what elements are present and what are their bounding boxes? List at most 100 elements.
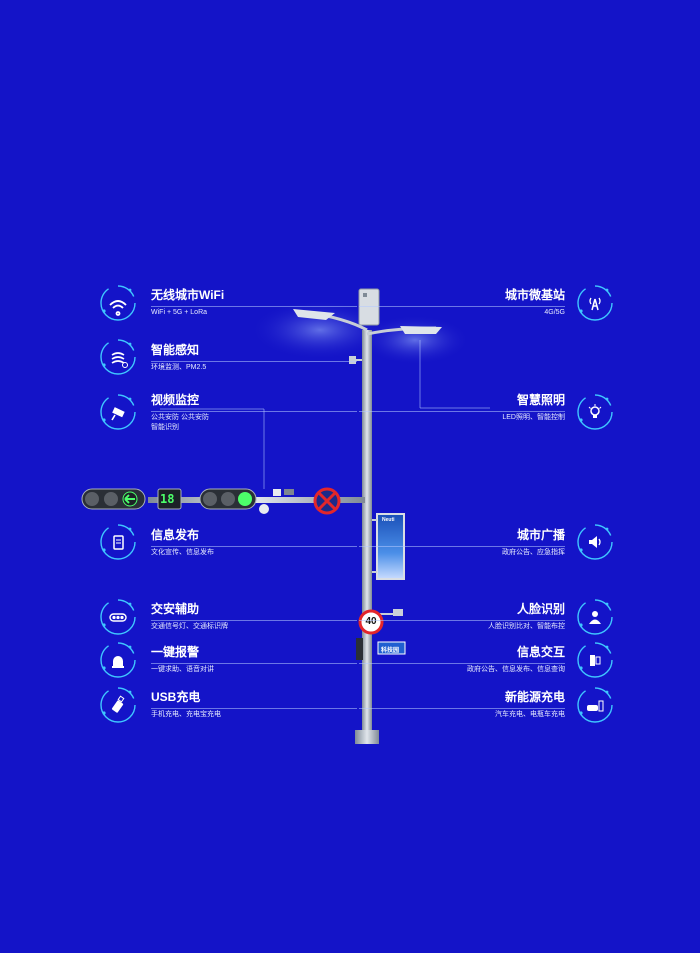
feature-title: 无线城市WiFi (151, 288, 225, 302)
feature-desc: 文化宣传、信息发布 (151, 549, 214, 556)
feature-video: 视频监控公共安防 公共安防 智能识别 (151, 393, 366, 433)
speaker-icon (577, 524, 613, 560)
feature-icon-ring (576, 641, 614, 679)
feature-icon-ring (576, 686, 614, 724)
street-sign-text: 科技园 (381, 648, 400, 654)
feature-title: 智能感知 (151, 343, 200, 357)
connector-line (359, 620, 565, 621)
feature-desc: 公共安防 公共安防 智能识别 (151, 414, 209, 431)
countdown-display (157, 488, 182, 510)
feature-interaction: 信息交互政府公告、信息发布、信息查询 (350, 645, 565, 675)
traffic-light-icon (100, 599, 136, 635)
connector-line (359, 411, 565, 412)
feature-title: 信息交互 (516, 645, 565, 659)
alarm-box (356, 638, 363, 660)
face-camera (393, 609, 403, 616)
feature-title: USB充电 (151, 690, 201, 704)
connector-line (359, 708, 565, 709)
connector-line (151, 411, 357, 412)
feature-icon-ring (99, 686, 137, 724)
connector-line (151, 546, 357, 547)
connector-line (151, 306, 357, 307)
arrow-left-icon (124, 494, 135, 504)
feature-title: 城市微基站 (504, 288, 565, 302)
feature-desc: 环境监测、PM2.5 (151, 364, 207, 371)
display-icon (100, 524, 136, 560)
feature-icon-ring (576, 393, 614, 431)
ev-charger-icon (577, 687, 613, 723)
speed-limit-value: 40 (365, 616, 377, 627)
feature-icon-ring (99, 523, 137, 561)
feature-desc: 政府公告、应急指挥 (502, 549, 565, 556)
connector-line (359, 663, 565, 664)
speed-limit-sign (358, 609, 384, 635)
feature-broadcast: 城市广播政府公告、应急指挥 (350, 528, 565, 558)
feature-ev: 新能源充电汽车充电、电瓶车充电 (350, 690, 565, 720)
feature-micro-station: 城市微基站 4G/5G (350, 288, 565, 318)
connector-line (359, 546, 565, 547)
feature-icon-ring (99, 338, 137, 376)
feature-icon-ring (576, 598, 614, 636)
camera-device (273, 489, 281, 496)
feature-icon-ring (99, 641, 137, 679)
lamp-head-right (400, 326, 442, 334)
feature-icon-ring (99, 284, 137, 322)
feature-desc: 汽车充电、电瓶车充电 (495, 711, 565, 718)
feature-icon-ring (99, 393, 137, 431)
lamp-head-left (293, 309, 335, 320)
feature-title: 城市广播 (516, 528, 565, 542)
feature-lighting: 智慧照明 LED照明、智能控制 (350, 393, 565, 423)
feature-desc: 交通信号灯、交通标识牌 (151, 623, 228, 630)
user-icon (577, 599, 613, 635)
countdown-value: 18 (160, 492, 175, 506)
feature-title: 信息发布 (151, 528, 200, 542)
connector-line (151, 361, 357, 362)
wifi-icon (100, 285, 136, 321)
feature-title: 智慧照明 (516, 393, 565, 407)
feature-desc: WiFi + 5G + LoRa (151, 309, 208, 316)
sensor-device (349, 356, 356, 364)
feature-desc: 政府公告、信息发布、信息查询 (467, 666, 565, 673)
feature-face: 人脸识别人脸识别比对、智能布控 (350, 602, 565, 632)
feature-info-release: 信息发布文化宣传、信息发布 (151, 528, 366, 558)
feature-icon-ring (576, 284, 614, 322)
feature-desc: LED照明、智能控制 (502, 414, 565, 421)
feature-sensing: 智能感知环境监测、PM2.5 (151, 343, 366, 373)
feature-title: 新能源充电 (504, 690, 565, 704)
kiosk-icon (577, 642, 613, 678)
feature-desc: 手机充电、充电宝充电 (151, 711, 221, 718)
sensor-icon (100, 339, 136, 375)
feature-usb: USB充电手机充电、充电宝充电 (151, 690, 366, 720)
feature-desc: 一键求助、语音对讲 (151, 666, 214, 673)
pole-base (355, 730, 379, 744)
bulb-icon (577, 394, 613, 430)
connector-line (151, 620, 357, 621)
feature-icon-ring (99, 598, 137, 636)
camera-icon (100, 394, 136, 430)
connector-line (151, 663, 357, 664)
feature-title: 交安辅助 (151, 602, 200, 616)
street-sign (377, 641, 406, 655)
antenna-icon (577, 285, 613, 321)
feature-traffic: 交安辅助交通信号灯、交通标识牌 (151, 602, 366, 632)
feature-alarm: 一键报警一键求助、语音对讲 (151, 645, 366, 675)
usb-icon (100, 687, 136, 723)
feature-title: 人脸识别 (516, 602, 565, 616)
alarm-icon (100, 642, 136, 678)
feature-icon-ring (576, 523, 614, 561)
connector-line (151, 708, 357, 709)
feature-title: 一键报警 (151, 645, 200, 659)
dome-camera (259, 504, 269, 514)
lamp-glow-left (250, 300, 390, 360)
connector-line (359, 306, 565, 307)
main-pole (362, 330, 372, 744)
feature-desc: 人脸识别比对、智能布控 (488, 623, 565, 630)
lamp-glow-right (360, 315, 470, 365)
feature-title: 视频监控 (151, 393, 200, 407)
traffic-arm (148, 497, 365, 503)
micro-station-box (358, 288, 380, 326)
feature-desc: 4G/5G (544, 309, 565, 316)
